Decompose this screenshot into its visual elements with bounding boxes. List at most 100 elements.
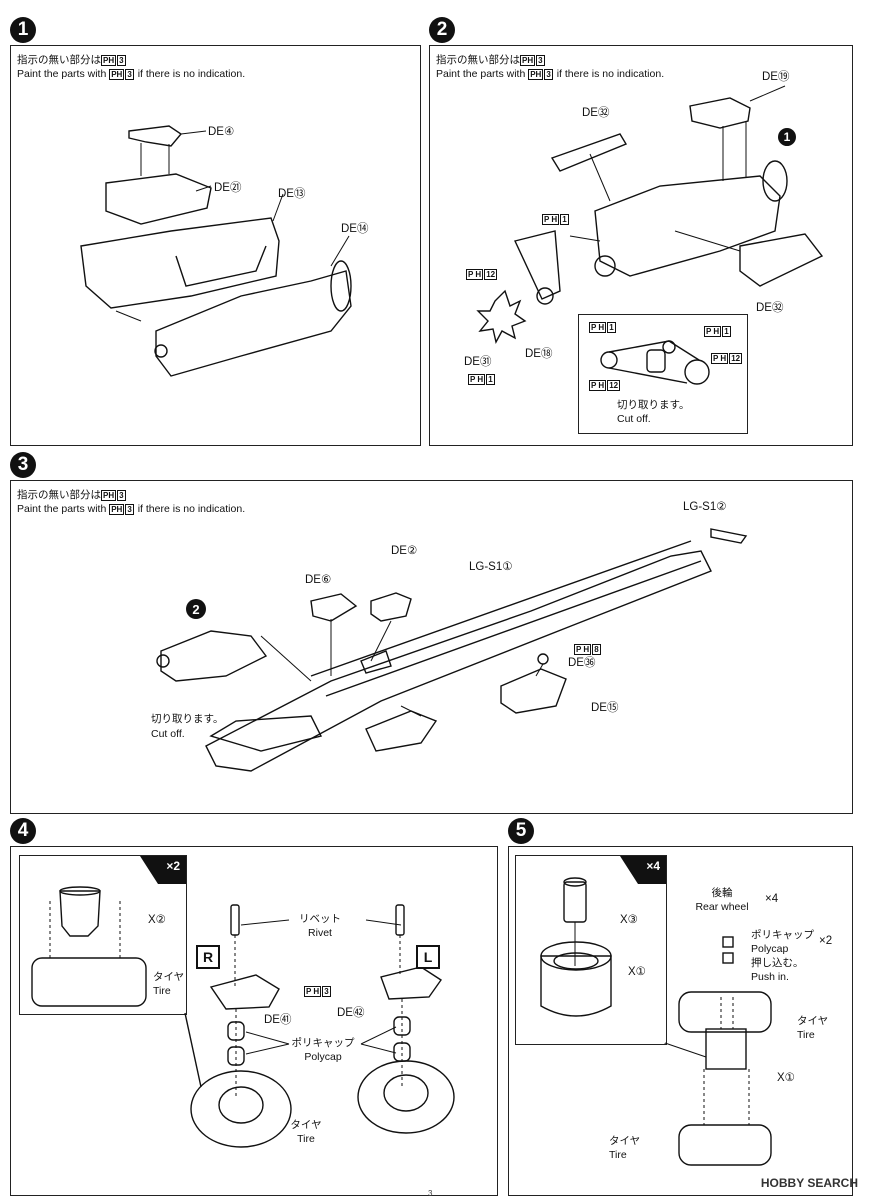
tire-ja: タイヤ [153,971,185,983]
rivet-en: Rivet [308,927,332,939]
multiplier-badge: ×2 [140,856,186,884]
multiplier-badge: ×4 [620,856,666,884]
label-de36: DE㊱ [568,657,596,669]
note-en-pre: Paint the parts with [17,68,110,80]
label-de15: DE⑮ [591,702,619,714]
step-5-panel: ×4 X③ X① 後輪 Rear [508,846,853,1196]
rear-wheel-ja: 後輪 [711,887,733,899]
label-de4: DE④ [208,126,235,138]
paint-code-num: 3 [125,68,134,80]
label-x1: X① [777,1072,795,1084]
cut-off-en: Cut off. [151,728,185,740]
label-x2: X② [148,914,166,926]
paint-code-num: 3 [117,489,126,501]
step-3-number: 3 [10,452,36,478]
label-de6: DE⑥ [305,574,332,586]
polycap-ja: ポリキャップ [291,1037,355,1049]
left-side-marker: L [416,945,440,969]
cut-off-ja: 切り取ります。 [151,713,224,725]
label-de32-bottom: DE㉜ [756,302,784,314]
rear-wheel-en: Rear wheel [695,901,749,913]
step-4-wheel-drawing [184,904,455,1148]
paint-code-ph: PH [101,54,117,66]
paint-code-ph: PH [520,54,536,66]
tire2-ja: タイヤ [290,1119,322,1131]
wheel-inset-drawing [540,877,666,1044]
note-en-post: if there is no indication. [553,68,665,80]
polycap-ja: ポリキャップ [751,929,814,941]
right-side-marker: R [196,945,220,969]
note-ja: 指示の無い部分は [17,54,101,66]
step-1-number: 1 [10,17,36,43]
step-4-tire-inset: ×2 X② タイヤ Tire [19,855,187,1015]
step-1-parts-drawing [80,125,352,377]
tire-en: Tire [797,1029,815,1041]
label-x3: X③ [620,914,638,926]
step-5-rear-wheel-drawing [664,936,772,1166]
subassembly-ref-2: 2 [186,599,206,619]
label-de19: DE⑲ [762,71,790,83]
polycap-en: Polycap [304,1051,342,1063]
label-de32-top: DE㉜ [582,107,610,119]
polycap-en: Polycap [751,943,789,955]
paint-code-ph: PH [109,68,125,80]
multiplier-x2: ×2 [166,859,180,873]
label-de31: DE㉛ [464,356,492,368]
push-in-en: Push in. [751,971,789,983]
tire2-ja: タイヤ [609,1135,641,1147]
paint-code-num: 3 [544,68,553,80]
paint-code-ph: PH [528,68,544,80]
paint-code-ph: PH [101,489,117,501]
step-4-number: 4 [10,818,36,844]
note-en-pre: Paint the parts with [17,503,110,515]
hobby-search-watermark: HOBBY SEARCH [760,1176,858,1190]
paint-code-num: 3 [125,503,134,515]
belt-drawing [600,340,710,385]
label-lg-s1-2: LG-S1② [683,501,727,513]
note-ja: 指示の無い部分は [436,54,520,66]
label-lg-s1-1: LG-S1① [469,561,513,573]
push-in-ja: 押し込む。 [751,957,804,969]
multiplier-x4: ×4 [646,859,660,873]
step-3-chassis-drawing [156,528,748,772]
tire-inset-drawing [31,886,147,1007]
tire2-en: Tire [609,1149,627,1161]
label-de21: DE㉑ [214,182,242,194]
label-de41: DE㊶ [264,1014,292,1026]
note-ja: 指示の無い部分は [17,489,101,501]
label-x1-inset: X① [628,966,646,978]
rivet-ja: リベット [299,913,341,925]
tire-ja: タイヤ [797,1015,829,1027]
polycap-multiplier: ×2 [819,935,833,947]
step-2-number: 2 [429,17,455,43]
tire2-en: Tire [297,1133,315,1145]
label-de2: DE② [391,545,418,557]
tire-en: Tire [153,985,171,997]
page-number: 3 [428,1189,433,1198]
step-4-panel: ×2 X② タイヤ Tire [10,846,498,1196]
note-en-post: if there is no indication. [134,503,246,515]
label-de42: DE㊷ [337,1007,365,1019]
label-de18: DE⑱ [525,348,553,360]
label-de14: DE⑭ [341,223,369,235]
note-en-pre: Paint the parts with [436,68,529,80]
paint-code-ph: PH [109,503,125,515]
step-5-wheel-inset: ×4 X③ X① [515,855,667,1045]
cut-off-en: Cut off. [617,413,651,425]
